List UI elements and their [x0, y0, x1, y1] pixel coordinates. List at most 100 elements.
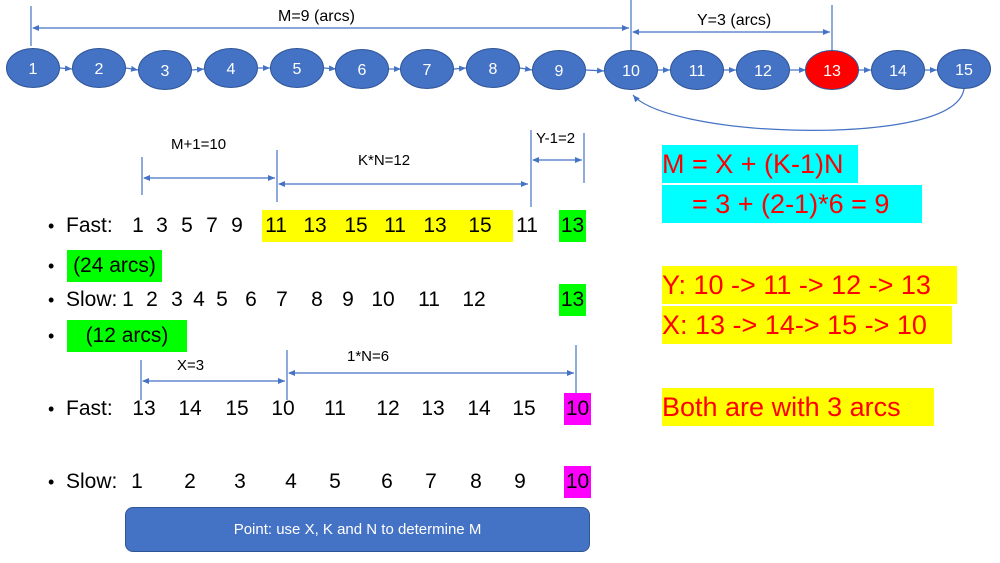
- trace-token: 11: [516, 214, 538, 237]
- list-node: 15: [937, 49, 991, 89]
- trace-token: 10: [371, 288, 395, 311]
- meeting-node-token: 13: [559, 284, 586, 316]
- m-dimension-label: M=9 (arcs): [278, 8, 355, 25]
- meeting-node-token: 13: [559, 210, 586, 242]
- fast-trace-row-2: • Fast: 13 14 15 10 11 12 13 14 15 10: [0, 393, 620, 425]
- trace-dimensions-bottom: [140, 345, 577, 400]
- kn-label: K*N=12: [358, 152, 411, 169]
- list-node: 3: [138, 50, 192, 90]
- trace-token: 5: [329, 470, 341, 493]
- m-dimension: [30, 0, 632, 50]
- trace-token: 14: [178, 397, 202, 420]
- trace-token: 3: [234, 470, 246, 493]
- trace-token: 13: [421, 397, 445, 420]
- node-label: 13: [823, 63, 841, 80]
- trace-token: 2: [146, 288, 158, 311]
- bullet: •: [48, 290, 55, 310]
- slow-arc-count-row: • (12 arcs): [0, 320, 300, 352]
- list-node: 2: [72, 48, 126, 88]
- meeting-node: 13: [805, 50, 859, 90]
- point-callout: Point: use X, K and N to determine M: [125, 507, 590, 552]
- trace-dimensions-top: [141, 130, 585, 207]
- trace-token: 1: [132, 214, 144, 237]
- node-label: 11: [689, 63, 706, 80]
- fast-trace-row-1: • Fast: 1 3 5 7 9 11 13 15 11 13 15 11 1…: [0, 210, 620, 242]
- row-label: Slow:: [66, 470, 118, 493]
- trace-token: 7: [206, 214, 218, 237]
- slow-trace-row-2: • Slow: 1 2 3 4 5 6 7 8 9 10: [0, 466, 620, 498]
- trace-token: 8: [470, 470, 482, 493]
- trace-token: 1: [122, 288, 134, 311]
- list-node: 12: [736, 50, 790, 90]
- conclusion: Both are with 3 arcs: [662, 388, 934, 426]
- list-node: 1: [6, 48, 60, 88]
- list-node: 5: [270, 48, 324, 88]
- trace-token: 7: [425, 470, 437, 493]
- list-node: 4: [204, 48, 258, 88]
- row-label: Slow:: [66, 288, 118, 311]
- node-label: 14: [889, 63, 907, 80]
- y-dimension: [632, 5, 833, 51]
- trace-token: 3: [171, 288, 183, 311]
- trace-token: 11: [418, 288, 440, 311]
- x-label: X=3: [177, 357, 205, 374]
- node-label: 4: [227, 61, 236, 78]
- trace-token: 7: [276, 288, 288, 311]
- trace-token: 11: [384, 214, 406, 237]
- trace-token: 15: [344, 214, 368, 237]
- trace-token: 5: [181, 214, 193, 237]
- slow-trace-row-1: • Slow: 1 2 3 4 5 6 7 8 9 10 11 12 13: [0, 284, 620, 316]
- trace-token: 5: [216, 288, 228, 311]
- fast-arc-count-row: • (24 arcs): [0, 250, 300, 282]
- trace-token: 12: [462, 288, 486, 311]
- list-node: 11: [670, 50, 724, 90]
- fast-arc-count: (24 arcs): [67, 250, 162, 282]
- trace-token: 10: [271, 397, 295, 420]
- formula-line-2: = 3 + (2-1)*6 = 9: [662, 185, 922, 223]
- bullet: •: [48, 399, 55, 419]
- trace-token: 1: [131, 470, 143, 493]
- node-label: 10: [622, 63, 640, 80]
- node-label: 2: [95, 61, 104, 78]
- list-node: 14: [871, 50, 925, 90]
- node-arcs: [59, 65, 965, 131]
- bullet: •: [48, 472, 55, 492]
- trace-token: 15: [468, 214, 492, 237]
- cycle-highlight: [262, 210, 513, 242]
- bullet: •: [48, 216, 55, 236]
- y-minus-1-label: Y-1=2: [536, 130, 576, 147]
- row-label: Fast:: [66, 214, 113, 237]
- row-label: Fast:: [66, 397, 113, 420]
- trace-token: 9: [231, 214, 243, 237]
- node-label: 15: [955, 62, 973, 79]
- slow-arc-count: (12 arcs): [67, 320, 187, 352]
- list-node: 8: [466, 48, 520, 88]
- node-label: 9: [555, 63, 564, 80]
- trace-token: 6: [381, 470, 393, 493]
- trace-token: 13: [303, 214, 327, 237]
- trace-token: 11: [324, 397, 346, 420]
- trace-token: 14: [467, 397, 491, 420]
- m-plus-1-label: M+1=10: [171, 136, 227, 153]
- trace-token: 6: [245, 288, 257, 311]
- trace-token: 9: [342, 288, 354, 311]
- x-path: X: 13 -> 14-> 15 -> 10: [662, 306, 952, 344]
- trace-token: 13: [132, 397, 156, 420]
- trace-token: 13: [423, 214, 447, 237]
- list-node: 9: [532, 50, 586, 90]
- node-label: 12: [754, 63, 772, 80]
- y-dimension-label: Y=3 (arcs): [697, 12, 772, 29]
- y-path: Y: 10 -> 11 -> 12 -> 13: [662, 266, 957, 304]
- trace-token: 2: [184, 470, 196, 493]
- bullet: •: [48, 326, 55, 346]
- node-label: 3: [161, 63, 170, 80]
- bullet: •: [48, 256, 55, 276]
- node-label: 7: [423, 62, 432, 79]
- trace-token: 15: [225, 397, 249, 420]
- trace-token: 4: [193, 288, 205, 311]
- list-node: 6: [335, 49, 389, 89]
- trace-token: 9: [514, 470, 526, 493]
- list-node: 10: [604, 50, 658, 90]
